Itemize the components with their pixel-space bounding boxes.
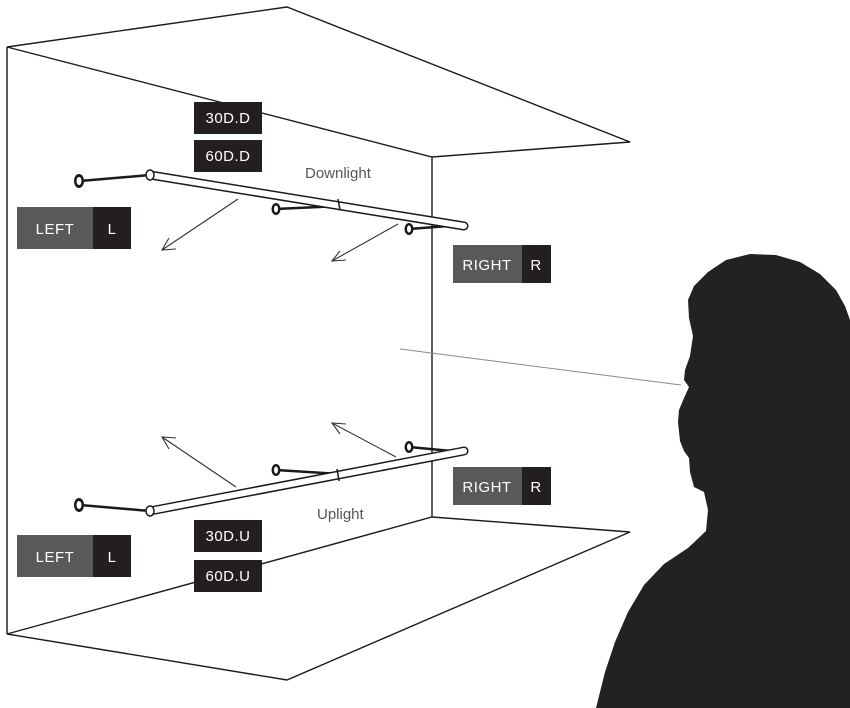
uplight-caption: Uplight (317, 506, 365, 523)
svg-text:R: R (530, 479, 541, 496)
tag-30d-u: 30D.U (194, 520, 262, 552)
upper-bracket-left (79, 173, 151, 183)
upper-rail-downlight (74, 169, 469, 235)
floor-plane (6, 516, 631, 681)
svg-text:RIGHT: RIGHT (462, 479, 511, 496)
lower-tube (145, 446, 469, 516)
tag-60d-d: 60D.D (194, 140, 262, 172)
lower-bracket-left (79, 503, 151, 513)
svg-text:L: L (108, 549, 117, 566)
svg-text:LEFT: LEFT (36, 549, 75, 566)
tag-left-top: LEFT L (17, 207, 131, 249)
arrow-up-left-icon (160, 436, 237, 488)
tag-30d-d: 30D.D (194, 102, 262, 134)
downlight-caption: Downlight (305, 165, 372, 182)
tag-right-bottom: RIGHT R (453, 467, 551, 505)
ceiling-plane (6, 6, 631, 158)
arrow-up-right-icon (330, 422, 397, 458)
svg-text:30D.D: 30D.D (205, 110, 250, 127)
room-wireframe (6, 6, 631, 681)
sight-line (399, 348, 682, 386)
svg-text:60D.D: 60D.D (205, 148, 250, 165)
lower-rail-uplight (74, 441, 469, 517)
tag-60d-u: 60D.U (194, 560, 262, 592)
light-arrows (160, 198, 399, 488)
lower-tube-end (145, 505, 155, 517)
tag-right-top: RIGHT R (453, 245, 551, 283)
tag-left-bottom: LEFT L (17, 535, 131, 577)
person-silhouette-icon (596, 254, 850, 708)
upper-tube-end (145, 169, 155, 181)
svg-text:L: L (108, 221, 117, 238)
svg-text:LEFT: LEFT (36, 221, 75, 238)
arrow-down-left-icon (160, 198, 239, 251)
svg-text:RIGHT: RIGHT (462, 257, 511, 274)
svg-text:R: R (530, 257, 541, 274)
arrow-down-right-icon (330, 223, 399, 262)
upper-tube (145, 170, 469, 231)
svg-text:30D.U: 30D.U (205, 528, 250, 545)
svg-text:60D.U: 60D.U (205, 568, 250, 585)
